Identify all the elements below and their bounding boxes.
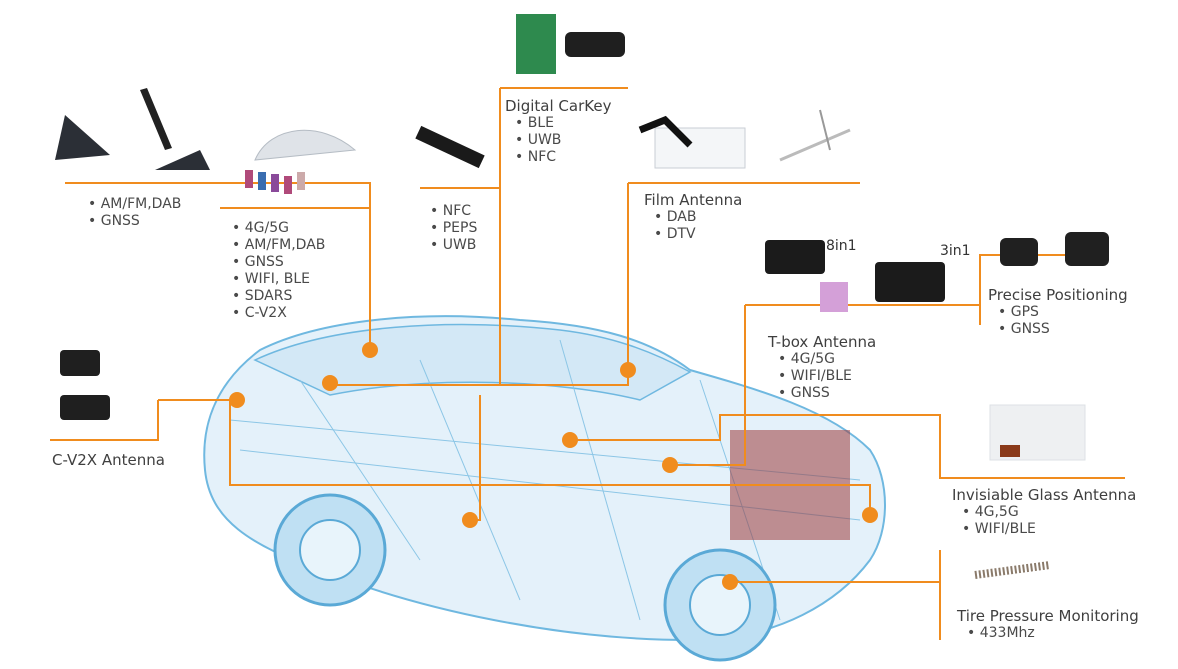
tbox-title: T-box Antenna [768, 333, 877, 351]
point-nfc [462, 512, 478, 528]
am-list: AM/FM,DAB GNSS [78, 196, 182, 230]
precise-item-1: GPS [998, 304, 1128, 321]
carkey-item-2: UWB [515, 132, 611, 149]
am-item-2: GNSS [88, 213, 181, 230]
point-tire [722, 574, 738, 590]
glass-item-1: 4G,5G [962, 504, 1136, 521]
tbox-group: T-box Antenna 4G/5G WIFI/BLE GNSS [768, 334, 876, 402]
shark-item-4: WIFI, BLE [232, 271, 325, 288]
shark-fin-icon [254, 129, 357, 161]
nfc-list: NFC PEPS UWB [420, 203, 478, 254]
tbox-tag-8in1: 8in1 [826, 238, 857, 254]
precise-title: Precise Positioning [988, 286, 1128, 304]
tire-group: Tire Pressure Monitoring 433Mhz [957, 608, 1139, 642]
shark-item-1: 4G/5G [232, 220, 325, 237]
connector-lines [50, 87, 1125, 640]
tire-spring-icon [974, 561, 1051, 579]
gnss-puck-icon [1000, 238, 1038, 266]
v2x-group: C-V2X Antenna [52, 452, 165, 469]
glass-item-2: WIFI/BLE [962, 521, 1136, 538]
antenna-points [229, 342, 878, 590]
gnss-puck-2-icon [1065, 232, 1109, 266]
tbox-item-2: WIFI/BLE [778, 368, 876, 385]
film-group: Film Antenna DAB DTV [644, 192, 742, 243]
carkey-item-1: BLE [515, 115, 611, 132]
film-title: Film Antenna [644, 191, 743, 209]
product-images [55, 14, 1109, 579]
point-glass [862, 507, 878, 523]
tbox-8in1-icon [765, 240, 825, 274]
film-item-1: DAB [654, 209, 742, 226]
shark-list: 4G/5G AM/FM,DAB GNSS WIFI, BLE SDARS C-V… [222, 220, 326, 322]
tbox-3in1-icon [875, 262, 945, 302]
glass-title: Invisiable Glass Antenna [952, 486, 1137, 504]
v2x-title: C-V2X Antenna [52, 451, 165, 469]
point-shark [362, 342, 378, 358]
glass-group: Invisiable Glass Antenna 4G,5G WIFI/BLE [952, 487, 1136, 538]
nfc-item-1: NFC [430, 203, 477, 220]
tbox-item-3: GNSS [778, 385, 876, 402]
point-film [620, 362, 636, 378]
point-carkey [562, 432, 578, 448]
tire-title: Tire Pressure Monitoring [957, 607, 1139, 625]
tbox-item-1: 4G/5G [778, 351, 876, 368]
shark-item-3: GNSS [232, 254, 325, 271]
shark-item-5: SDARS [232, 288, 325, 305]
shark-antenna-icon [55, 115, 110, 160]
shark-item-2: AM/FM,DAB [232, 237, 326, 254]
nfc-item-2: PEPS [430, 220, 478, 237]
point-tbox [662, 457, 678, 473]
carkey-group: Digital CarKey BLE UWB NFC [505, 98, 611, 166]
point-v2x [229, 392, 245, 408]
carkey-title: Digital CarKey [505, 97, 612, 115]
precise-group: Precise Positioning GPS GNSS [988, 287, 1128, 338]
nfc-item-3: UWB [430, 237, 477, 254]
rod-antenna-icon [155, 150, 210, 170]
tire-item-1: 433Mhz [967, 625, 1139, 642]
carkey-module-icon [565, 32, 625, 57]
carkey-board-icon [516, 14, 556, 74]
shark-item-6: C-V2X [232, 305, 325, 322]
carkey-item-3: NFC [515, 149, 611, 166]
point-am [322, 375, 338, 391]
precise-item-2: GNSS [998, 321, 1128, 338]
tbox-tag-3in1: 3in1 [940, 243, 971, 259]
film-item-2: DTV [654, 226, 742, 243]
am-item-1: AM/FM,DAB [88, 196, 182, 213]
v2x-antenna-2-icon [60, 395, 110, 420]
film-antenna-icon [654, 127, 746, 169]
nfc-antenna-icon [415, 125, 485, 169]
v2x-antenna-icon [60, 350, 100, 376]
